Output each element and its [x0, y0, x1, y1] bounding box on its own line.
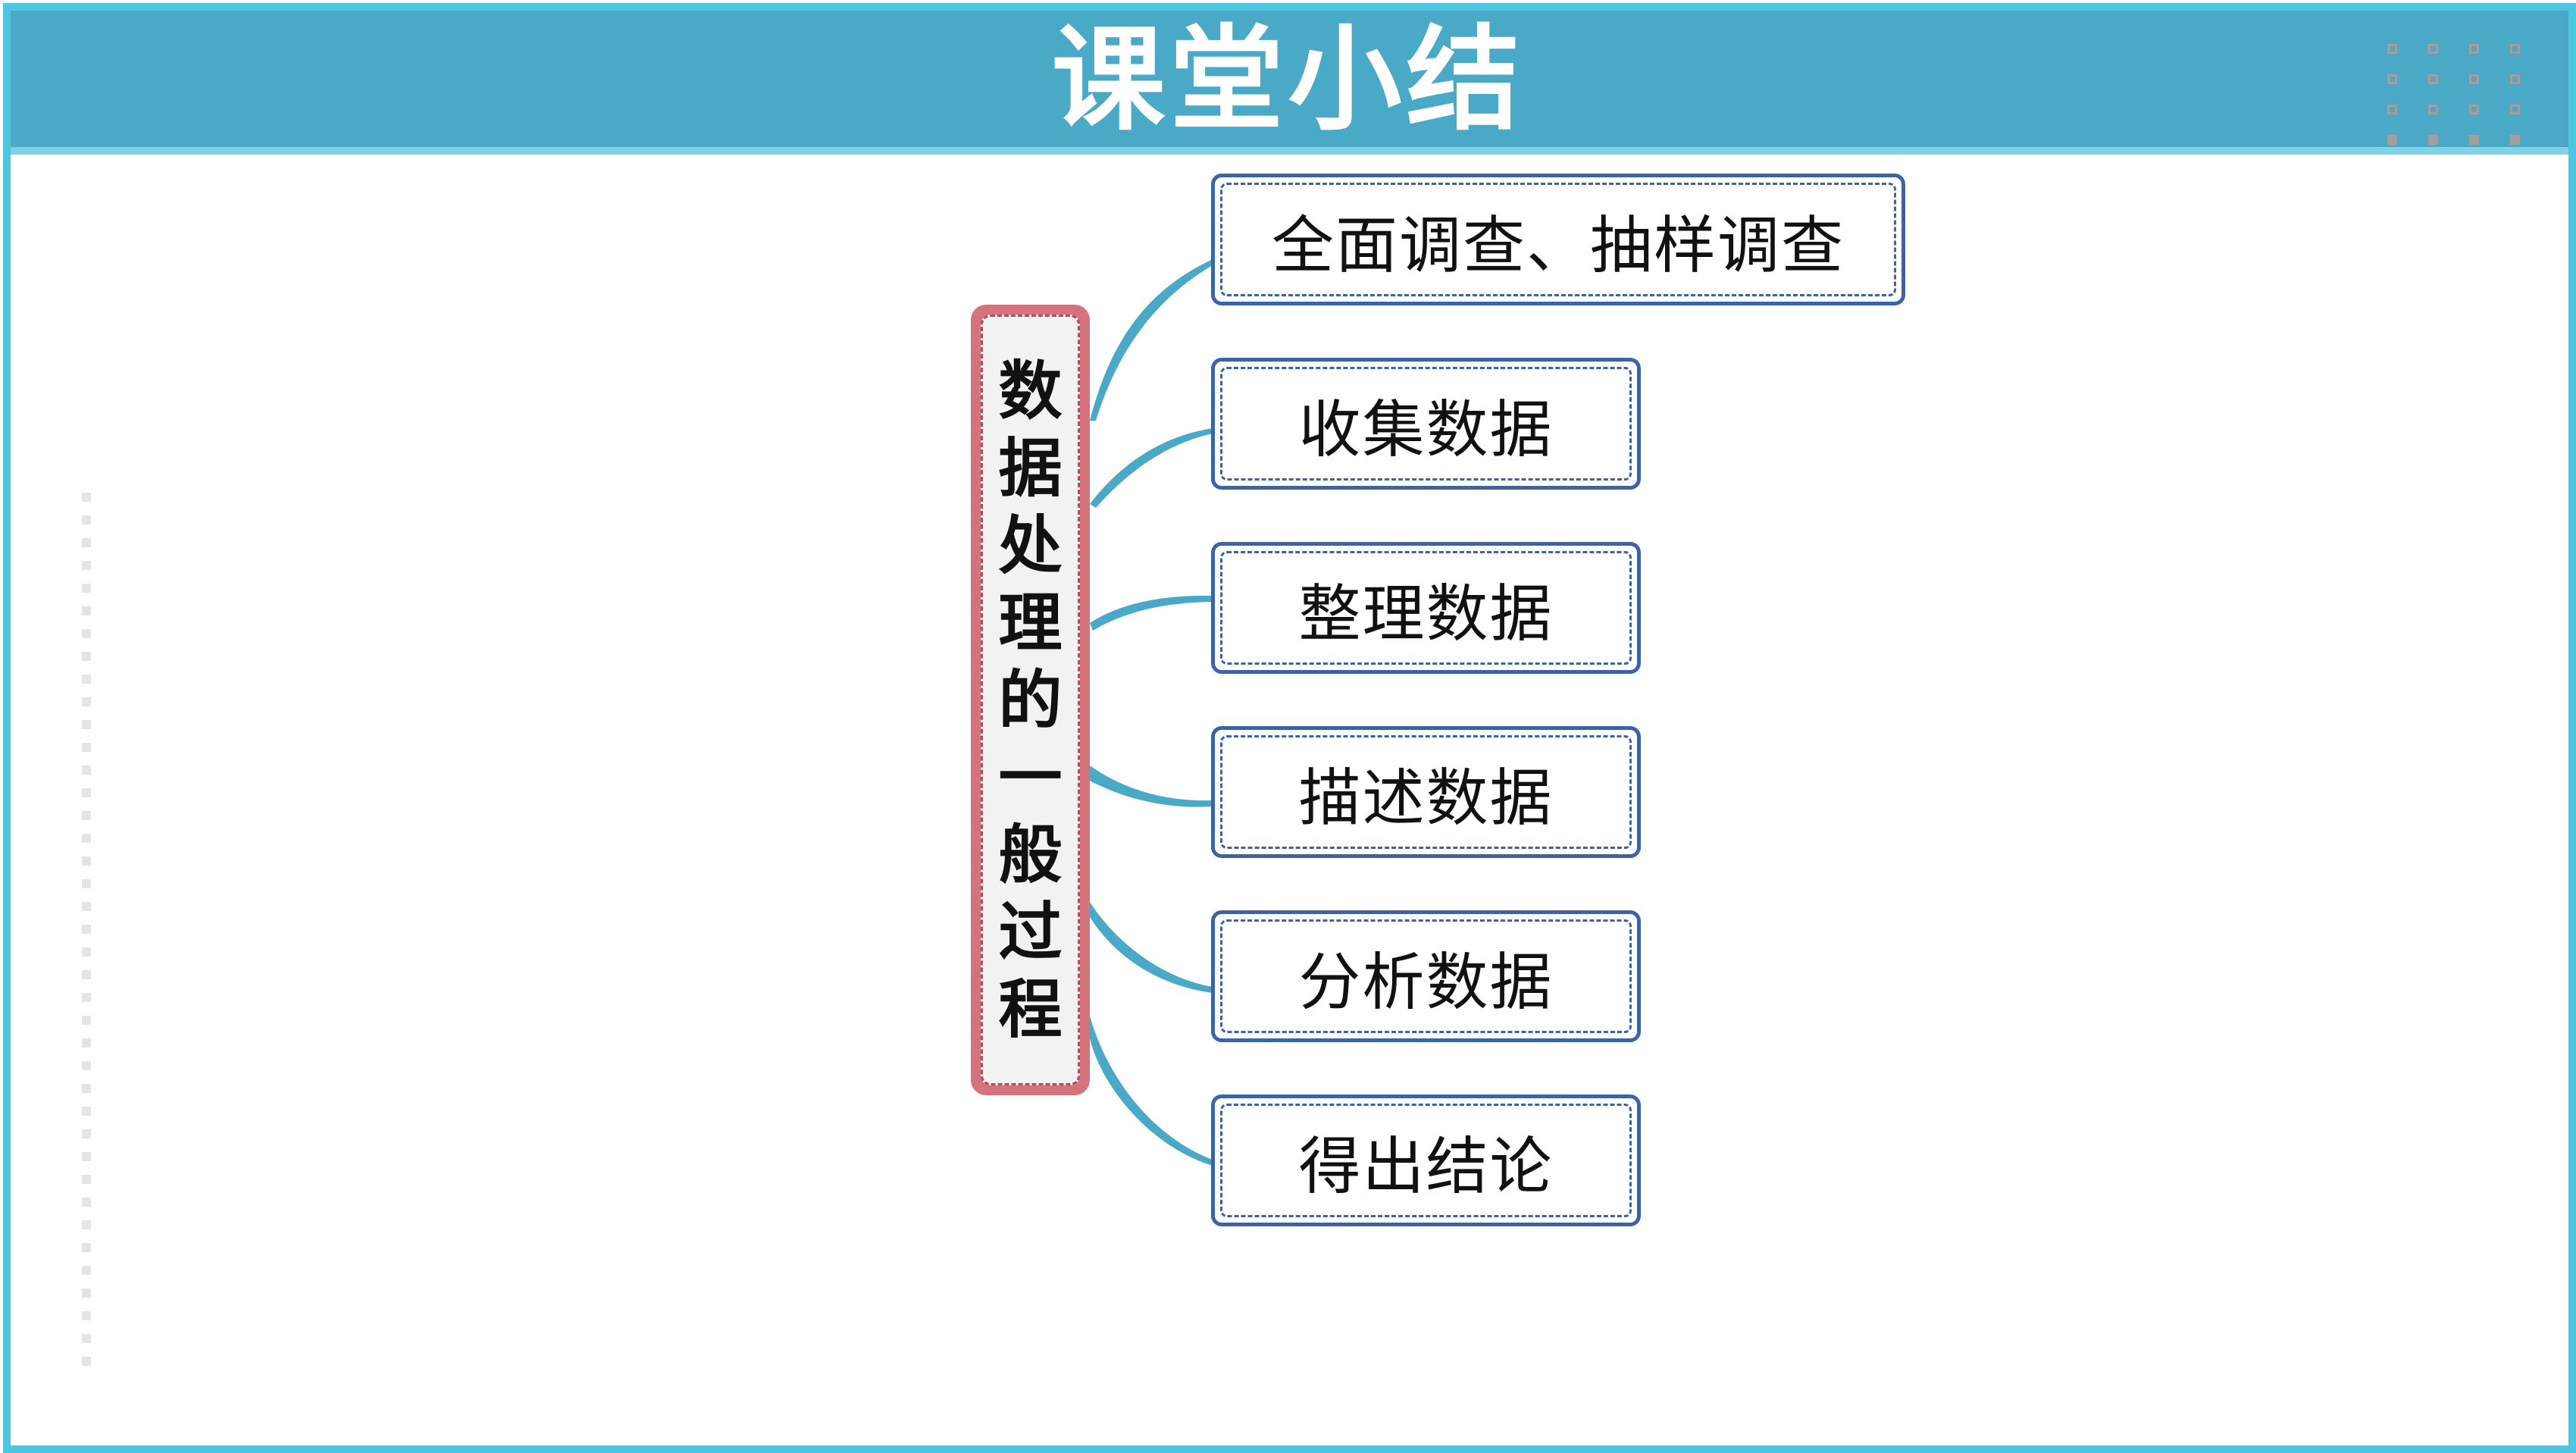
branch-node-conclusion: 得出结论 [1211, 1094, 1641, 1226]
decorative-dot [2469, 135, 2479, 145]
branch-label: 描述数据 [1220, 735, 1632, 849]
connector-branch-1 [1090, 259, 1213, 421]
decorative-dot [82, 993, 91, 1002]
decorative-dot [2510, 135, 2520, 145]
root-node-char: 处 [998, 508, 1063, 583]
decorative-dot [82, 1016, 91, 1025]
branch-node-describe-data: 描述数据 [1211, 726, 1641, 858]
decorative-dot [82, 743, 91, 752]
decorative-dot [82, 675, 91, 684]
decorative-dot [82, 856, 91, 866]
decorative-dot [82, 493, 91, 502]
decorative-dot [82, 1107, 91, 1116]
decorative-dot [82, 1175, 91, 1184]
decorative-dot [82, 879, 91, 888]
decorative-dot [2469, 105, 2479, 114]
branch-node-collect-data: 收集数据 [1211, 358, 1641, 490]
decorative-dot [82, 606, 91, 615]
decorative-dot [82, 515, 91, 525]
decorative-dot [82, 1289, 91, 1298]
decorative-dot [82, 1198, 91, 1207]
decorative-dot [82, 1243, 91, 1252]
branch-node-survey: 全面调查、抽样调查 [1211, 174, 1905, 305]
decorative-dot [82, 538, 91, 547]
root-node-char: 一 [998, 740, 1063, 815]
decorative-dot [82, 1266, 91, 1275]
branch-node-analyze-data: 分析数据 [1211, 910, 1641, 1042]
decorative-dot [82, 697, 91, 706]
decorative-dot [82, 720, 91, 729]
decorative-dot [2387, 44, 2397, 54]
branch-label: 得出结论 [1220, 1104, 1632, 1217]
decorative-dot [2510, 44, 2520, 54]
root-node-char: 的 [998, 662, 1063, 737]
decorative-dot [82, 925, 91, 934]
decorative-dot [2387, 135, 2397, 145]
slide-frame [3, 3, 2576, 1453]
decorative-dot [2510, 105, 2520, 114]
root-node-char: 理 [998, 585, 1063, 660]
connector-branch-2 [1090, 428, 1213, 508]
decorative-dot [82, 766, 91, 775]
decorative-dot [2469, 44, 2479, 54]
connector-branch-3 [1090, 595, 1213, 631]
connector-branch-4 [1090, 766, 1213, 807]
decorative-dot [82, 584, 91, 593]
decorative-dot [82, 947, 91, 957]
branch-label: 分析数据 [1220, 919, 1632, 1033]
decorative-dot [82, 1038, 91, 1047]
decorative-dot [2387, 105, 2397, 114]
root-node-char: 数 [998, 353, 1063, 428]
slide-title: 课堂小结 [1051, 14, 1525, 146]
branch-label: 全面调查、抽样调查 [1220, 183, 1896, 296]
decorative-dot [2428, 105, 2438, 114]
decorative-dot [2428, 44, 2438, 54]
decorative-dot [82, 970, 91, 979]
decorative-dot [2469, 74, 2479, 84]
decorative-dot [2510, 74, 2520, 84]
root-node-label: 数据处理的一般过程 [981, 315, 1080, 1085]
decorative-dot [82, 834, 91, 843]
decorative-dot [82, 1334, 91, 1343]
decorative-dot [82, 652, 91, 661]
decorative-dotted-line [82, 493, 94, 1372]
decorative-dot [82, 1220, 91, 1229]
decorative-dot [82, 1311, 91, 1320]
root-node-char: 据 [998, 431, 1063, 506]
branch-label: 整理数据 [1220, 551, 1632, 665]
branch-label: 收集数据 [1220, 367, 1632, 481]
decorative-dot [82, 811, 91, 820]
decorative-dot [82, 1152, 91, 1161]
decorative-dot [82, 788, 91, 797]
decorative-dot [2428, 135, 2438, 145]
connector-branch-5 [1090, 902, 1213, 993]
decorative-dot [82, 561, 91, 570]
decorative-dot [82, 1129, 91, 1138]
decorative-dot [82, 629, 91, 638]
decorative-dot [82, 1061, 91, 1070]
root-node-char: 过 [998, 894, 1063, 969]
root-node-char: 般 [998, 817, 1063, 892]
decorative-dots-grid [2387, 44, 2531, 165]
connector-branch-6 [1090, 1016, 1213, 1166]
decorative-dot [2428, 74, 2438, 84]
branch-node-organize-data: 整理数据 [1211, 542, 1641, 674]
decorative-dot [82, 1084, 91, 1093]
title-bar [11, 11, 2568, 155]
decorative-dot [2387, 74, 2397, 84]
decorative-dot [82, 902, 91, 911]
root-node-char: 程 [998, 972, 1063, 1047]
decorative-dot [82, 1357, 91, 1366]
root-node: 数据处理的一般过程 [971, 305, 1090, 1095]
